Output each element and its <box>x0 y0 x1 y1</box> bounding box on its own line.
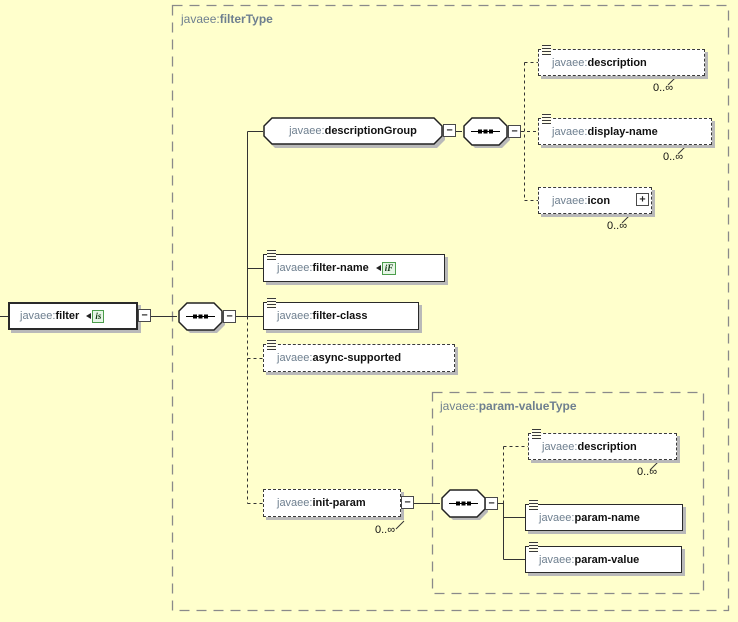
group-label-name: descriptionGroup <box>324 125 417 137</box>
identity-constraint-badge: iF <box>381 261 397 275</box>
collapse-button-description-group[interactable]: − <box>443 124 456 137</box>
element-icon-prefix: javaee: <box>552 194 588 207</box>
element-description[interactable]: javaee:description <box>538 45 705 76</box>
expand-button-icon[interactable]: + <box>636 193 649 206</box>
element-async-supported-prefix: javaee: <box>277 352 313 364</box>
element-display-name-prefix: javaee: <box>552 125 588 138</box>
element-param-name-prefix: javaee: <box>539 511 575 524</box>
element-filter-name-name: filter-name <box>312 262 369 274</box>
ref-arrow-icon <box>86 313 92 319</box>
element-param-name-name: param-name <box>574 511 640 524</box>
element-async-supported-name: async-supported <box>312 352 402 364</box>
param-value-type-label-prefix: javaee: <box>440 399 479 413</box>
filter-type-label-name: filterType <box>219 12 273 26</box>
collapse-button-main-sequence[interactable]: − <box>223 310 236 323</box>
sequence-compositor-init-param[interactable] <box>440 489 488 520</box>
element-init-param-name: init-param <box>312 497 366 509</box>
ref-arrow-icon <box>375 265 381 271</box>
group-description-group-label: javaee:descriptionGroup <box>263 117 443 145</box>
group-label-prefix: javaee: <box>289 125 325 137</box>
sequence-compositor-main[interactable] <box>177 302 225 333</box>
element-filter[interactable]: javaee:filter is <box>8 302 138 330</box>
collapse-button-ip-sequence[interactable]: − <box>485 497 498 510</box>
group-description-group[interactable]: javaee:descriptionGroup <box>263 117 445 148</box>
occurs-label-icon: 0..∞ <box>607 220 628 232</box>
element-init-param-prefix: javaee: <box>277 497 313 509</box>
element-param-description-prefix: javaee: <box>542 440 578 453</box>
element-param-value[interactable]: javaee:param-value <box>525 542 682 573</box>
solid-connectors <box>0 131 525 560</box>
element-description-name: description <box>587 56 647 69</box>
filter-type-label: javaee:filterType <box>181 12 273 26</box>
element-filter-prefix: javaee: <box>20 310 56 322</box>
element-filter-class-name: filter-class <box>312 310 368 322</box>
element-param-description-name: description <box>577 440 637 453</box>
element-param-name[interactable]: javaee:param-name <box>525 500 683 531</box>
annotation-lines-icon <box>542 114 551 124</box>
annotation-lines-icon <box>267 340 276 350</box>
dashed-connectors <box>247 62 538 504</box>
occurs-label-init-param: 0..∞ <box>375 524 396 536</box>
collapse-button-filter[interactable]: − <box>138 309 151 322</box>
sequence-compositor-description-group[interactable] <box>462 117 510 148</box>
identity-constraint-ref: iF <box>375 261 397 275</box>
element-param-value-name: param-value <box>574 553 640 566</box>
occurs-ticks <box>395 76 687 530</box>
annotation-lines-icon <box>529 500 538 510</box>
collapse-button-init-param[interactable]: − <box>401 496 414 509</box>
element-icon-name: icon <box>587 194 611 207</box>
element-filter-class[interactable]: javaee:filter-class <box>263 298 419 330</box>
annotation-lines-icon <box>267 298 276 308</box>
annotation-lines-icon <box>542 45 551 55</box>
annotation-lines-icon <box>532 429 541 439</box>
collapse-button-dg-sequence[interactable]: − <box>508 125 521 138</box>
element-display-name-name: display-name <box>587 125 658 138</box>
annotation-lines-icon <box>529 542 538 552</box>
element-filter-name-prefix: javaee: <box>277 262 313 274</box>
occurs-label-display-name: 0..∞ <box>663 151 684 163</box>
param-value-type-label-name: param-valueType <box>478 399 577 413</box>
occurs-label-description: 0..∞ <box>653 82 674 94</box>
element-filter-name[interactable]: javaee:filter-name iF <box>263 250 445 282</box>
element-param-description[interactable]: javaee:description <box>528 429 677 460</box>
element-icon[interactable]: javaee:icon + <box>538 187 652 214</box>
element-async-supported[interactable]: javaee:async-supported <box>263 340 455 372</box>
occurs-label-param-description: 0..∞ <box>637 466 658 478</box>
element-filter-class-prefix: javaee: <box>277 310 313 322</box>
param-value-type-label: javaee:param-valueType <box>440 399 577 413</box>
identity-constraint-ref: is <box>86 309 105 323</box>
element-filter-name: filter <box>55 310 80 322</box>
element-init-param[interactable]: javaee:init-param <box>263 489 401 517</box>
filter-type-container-border <box>171 4 730 612</box>
element-param-value-prefix: javaee: <box>539 553 575 566</box>
annotation-lines-icon <box>267 250 276 260</box>
identity-constraint-badge: is <box>92 309 105 323</box>
element-display-name[interactable]: javaee:display-name <box>538 114 712 145</box>
filter-type-label-prefix: javaee: <box>181 12 220 26</box>
element-description-prefix: javaee: <box>552 56 588 69</box>
